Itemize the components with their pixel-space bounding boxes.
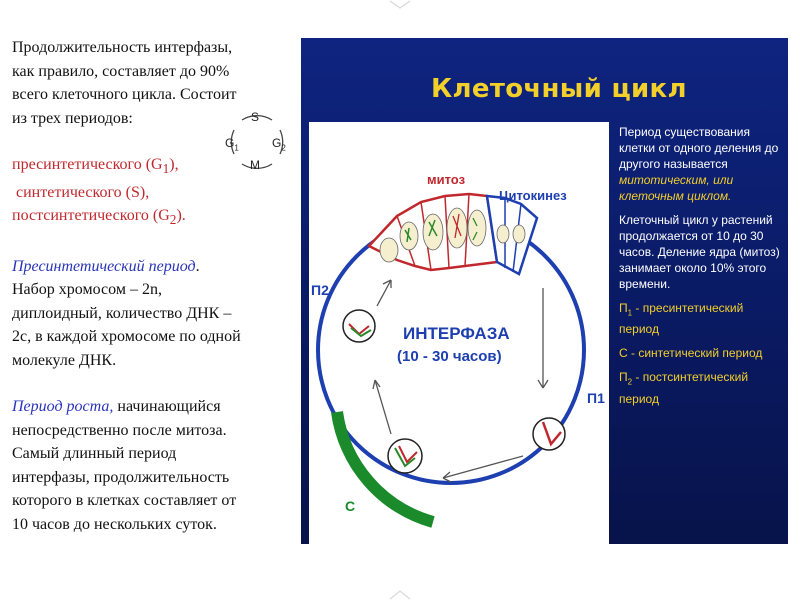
mitosis-cell-icon (379, 237, 399, 263)
intro-line: Продолжительность интерфазы, (12, 39, 233, 56)
growth-line: которого в клетках составляет от (12, 492, 237, 510)
period-s: синтетического (S), (12, 183, 150, 201)
cycle-arrow (376, 279, 392, 307)
info-p2: П2 - постсинтетический период (619, 370, 749, 406)
growth-line: непосредственно после митоза. (12, 421, 227, 439)
panel-title: Клеточный цикл (431, 74, 687, 104)
intro-line: из трех периодов: (12, 109, 133, 127)
mini-cycle-circle-icon (230, 114, 284, 170)
growth-line: 10 часов до нескольких суток. (12, 515, 217, 533)
cell-cycle-panel: Клеточный цикл (301, 38, 788, 544)
cycle-arrow (442, 455, 524, 479)
interphase-label: ИНТЕРФАЗА (403, 324, 510, 343)
mitosis-cell-icon (467, 209, 487, 247)
slide-decoration-top (389, 0, 411, 9)
intro-line: как правило, составляет до 90% (12, 62, 230, 80)
slide-decoration-bottom (389, 590, 411, 600)
mitosis-label: митоз (427, 172, 466, 187)
mini-cycle-diagram: S G1 G2 M (222, 110, 292, 176)
info-p1: П1 - пресинтетический период (619, 301, 744, 337)
presynthetic-line: 2с, в каждой хромосоме по одной (12, 328, 241, 346)
intro-line: всего клеточного цикла. Состоит (12, 86, 237, 103)
mini-cycle-m: M (250, 158, 260, 172)
info-duration: Клеточный цикл у растений продолжается о… (619, 213, 780, 291)
p1-label: П1 (587, 390, 605, 406)
mini-cycle-g2: G2 (272, 136, 286, 153)
phase-cell-icon (342, 309, 376, 343)
cytokinesis-label: Цитокинез (499, 188, 567, 203)
info-definition: Период существования клетки от одного де… (619, 125, 779, 203)
growth-line: Самый длинный период (12, 445, 177, 463)
presynthetic-line: Набор хромосом – 2n, (12, 281, 162, 299)
cytokinesis-cell-icon (512, 224, 526, 244)
info-s: С - синтетический период (619, 346, 763, 361)
p2-label: П2 (311, 282, 329, 298)
cytokinesis-cell-icon (496, 224, 510, 244)
s-phase-arc (331, 411, 435, 528)
period-g1: пресинтетического (G1), (12, 156, 179, 177)
left-text-block: Продолжительность интерфазы, как правило… (12, 36, 312, 536)
cell-cycle-diagram: митоз Цитокинез ИНТЕРФАЗА (10 - 30 часов… (309, 122, 609, 544)
phase-cell-icon (532, 417, 566, 451)
presynthetic-line: диплоидный, количество ДНК – (12, 304, 232, 322)
growth-line: интерфазы, продолжительность (12, 468, 230, 486)
growth-heading: Период роста, начинающийся (12, 398, 221, 416)
mini-cycle-g1: G1 (225, 136, 239, 153)
interphase-duration: (10 - 30 часов) (397, 348, 502, 365)
presynthetic-line: молекуле ДНК. (12, 351, 117, 369)
presynthetic-heading: Пресинтетический период. (12, 257, 200, 275)
mitosis-cell-icon (422, 213, 444, 251)
info-column: Период существования клетки от одного де… (619, 124, 783, 415)
cell-cycle-graphic (316, 192, 586, 528)
period-g2: постсинтетического (G2). (12, 207, 186, 228)
cycle-arrow (374, 379, 392, 435)
mini-cycle-s: S (251, 110, 260, 124)
s-label: С (345, 498, 356, 514)
